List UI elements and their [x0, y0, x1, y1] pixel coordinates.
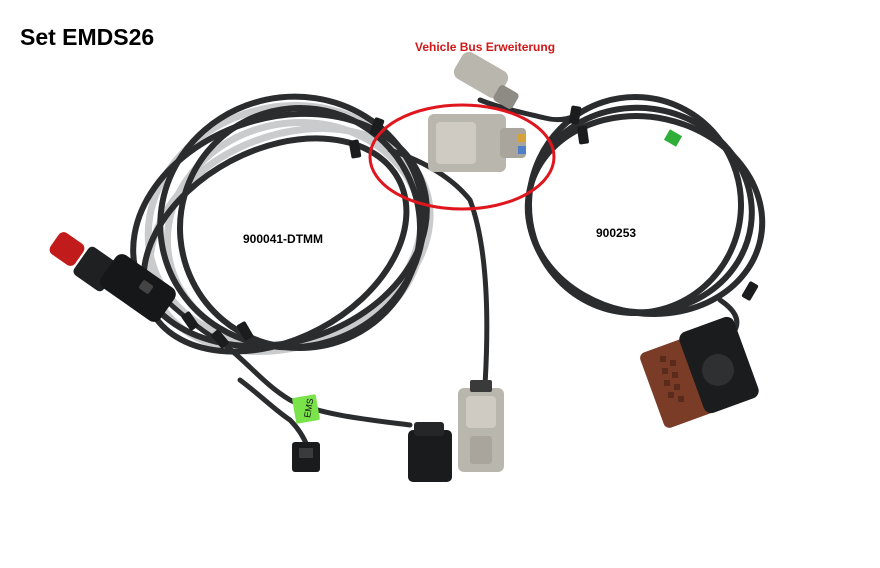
cable-ties [181, 105, 759, 349]
cigarette-lighter-plug-icon [49, 232, 176, 322]
dt-connector-bottom [458, 380, 504, 472]
angled-black-connector [408, 422, 452, 482]
right-harness-coils [524, 94, 766, 317]
part-number-right: 900253 [596, 226, 637, 240]
ecu-connector-icon [640, 316, 759, 428]
highlight-ring [368, 103, 556, 211]
callout-label: Vehicle Bus Erweiterung [415, 40, 556, 54]
small-dt-connector-top [453, 51, 519, 109]
green-sleeve-tag [663, 129, 683, 147]
green-label-band [292, 394, 320, 424]
dt-connector-icon [428, 114, 526, 172]
part-number-left: 900041-DTMM [243, 232, 324, 246]
page-title: Set EMDS26 [20, 24, 155, 50]
small-black-plug [292, 442, 320, 472]
